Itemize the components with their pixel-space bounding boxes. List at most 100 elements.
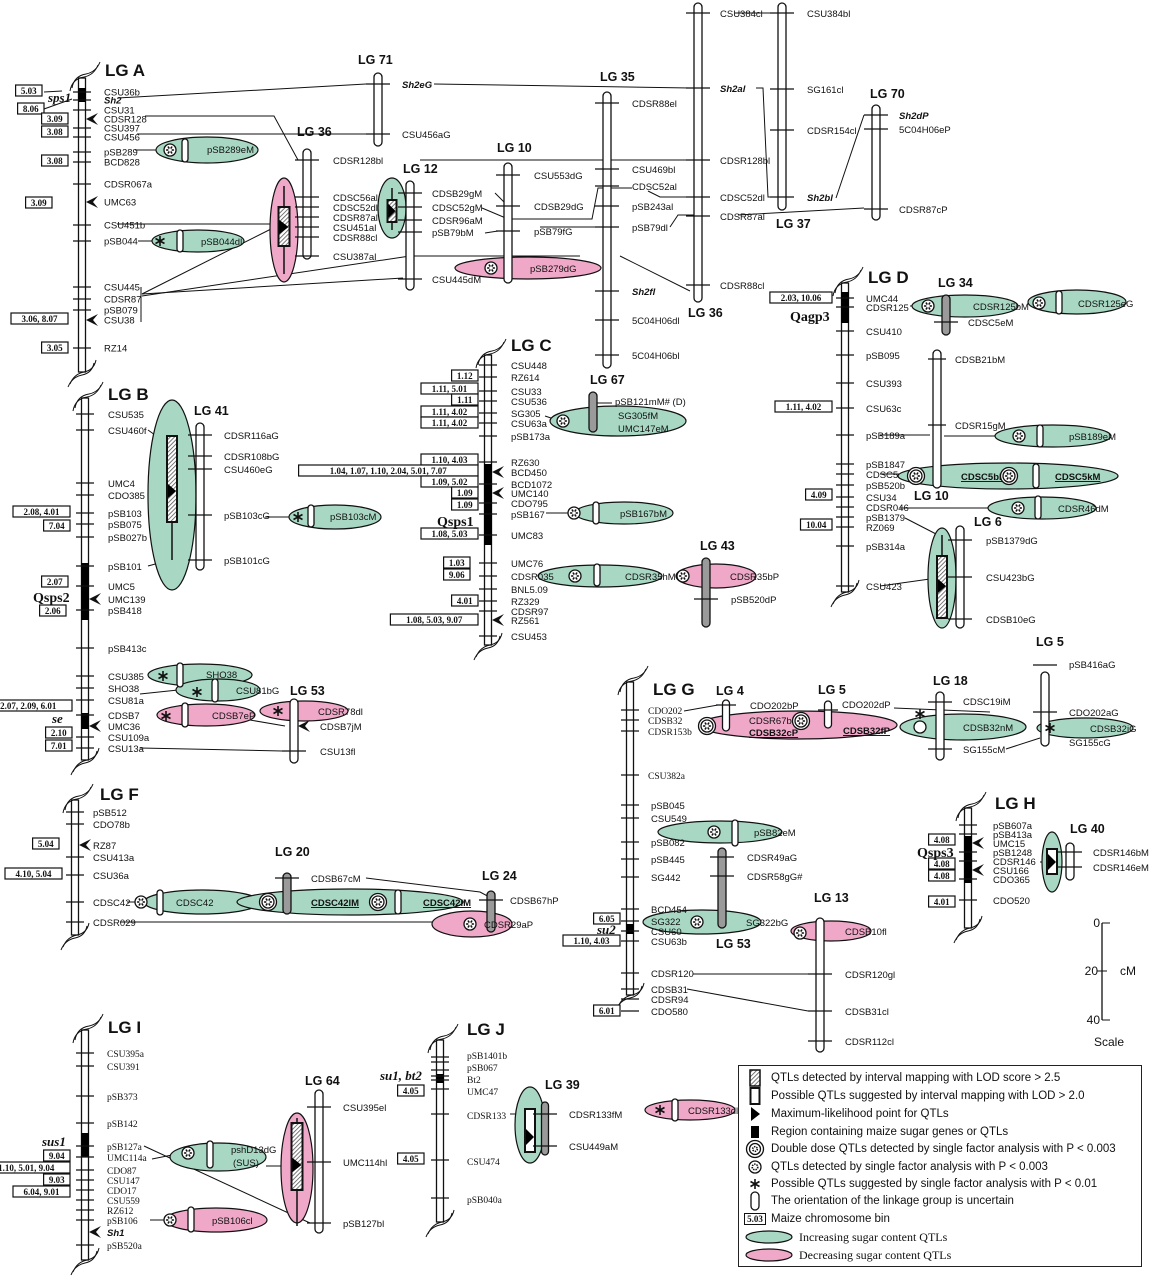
petal <box>1009 477 1012 480</box>
petal <box>488 264 491 267</box>
lg-title: LG 13 <box>814 891 849 905</box>
marker-label: Bt2 <box>467 1076 481 1086</box>
petal <box>702 725 706 727</box>
petal <box>707 722 710 725</box>
single-factor-qtl-icon <box>921 299 935 313</box>
legend-item: Possible QTLs suggested by interval mapp… <box>743 1087 1085 1105</box>
qtl-label: SHO38 <box>206 670 237 681</box>
marker-label: CDO365 <box>993 875 1030 886</box>
arrow-icon <box>89 593 101 605</box>
bin-box <box>420 527 479 540</box>
linkage-group-bar <box>176 229 184 253</box>
asterisk-icon <box>293 512 303 522</box>
linkage-group-bar <box>195 422 205 571</box>
marker-label: CSU382a <box>648 772 686 782</box>
chromosome-bin-label: 5.03 <box>21 86 37 96</box>
marker-label: pSB173a <box>511 432 551 443</box>
bin-box <box>31 837 60 850</box>
marker-label: CDSR029 <box>93 918 136 929</box>
marker-label: pSB101 <box>108 562 142 573</box>
sugar-region-block <box>81 713 89 729</box>
bin-box <box>0 699 73 712</box>
marker-label: UMC15 <box>993 839 1025 850</box>
marker-label: CDSR133 <box>467 1112 506 1122</box>
marker-label: CDSC52gM <box>432 203 483 214</box>
bin-box <box>397 1084 425 1097</box>
petal <box>142 901 146 903</box>
marker-label: pSB314a <box>866 542 906 553</box>
marker-label: pSB413a <box>993 830 1033 841</box>
chromosome-bin-label: 1.09 <box>457 488 473 498</box>
lg-title: LG 4 <box>716 684 744 698</box>
marker-label: Sh2dP <box>899 111 929 122</box>
petal <box>1015 504 1018 507</box>
marker-label: BCD450 <box>511 468 547 479</box>
marker-label: CDSC52dl <box>720 193 765 204</box>
linkage-group-bar <box>405 180 415 291</box>
marker-label: UMC139 <box>108 595 146 606</box>
marker-label: pSB167 <box>511 510 545 521</box>
break-mark-icon <box>425 1212 453 1238</box>
chromosome-bin-label: 2.03, 10.06 <box>781 293 822 303</box>
bin-box <box>40 112 69 125</box>
qtl-label: SG322bG <box>746 918 788 929</box>
petal <box>680 572 683 575</box>
marker-label: CDO78b <box>93 820 130 831</box>
marker-label: pSB045 <box>651 801 685 812</box>
marker-label: 5C04H06eP <box>899 125 951 136</box>
petal <box>170 1221 173 1224</box>
marker-label: pSB1379dG <box>986 536 1038 547</box>
single-factor-qtl-icon <box>700 719 714 733</box>
marker-label: CDSR128 <box>104 115 147 126</box>
petal <box>170 146 173 149</box>
marker-label: pSB418 <box>108 606 142 617</box>
petal <box>570 575 574 577</box>
break-mark-icon <box>475 632 503 658</box>
petal <box>165 149 169 151</box>
marker-label: CSU385 <box>108 672 144 683</box>
break-mark-icon <box>830 582 858 608</box>
green-ellipse-icon <box>743 1230 795 1244</box>
marker-label: CDSR58gG# <box>747 872 803 883</box>
single-factor-qtl-icon <box>793 926 807 940</box>
petal <box>467 920 470 923</box>
petal <box>1014 435 1018 437</box>
chromosome-bin-label: 1.08, 5.03, 9.07 <box>406 615 463 625</box>
single-factor-qtl-icon <box>1011 501 1025 515</box>
hatched-box-icon <box>743 1069 767 1087</box>
chromosome-bin-label: 4.01 <box>934 897 950 907</box>
petal <box>1006 472 1009 475</box>
possible-qtl-box <box>524 1108 536 1153</box>
marker-label: pSB121mM# (D) <box>615 397 686 408</box>
legend-item: Decreasing sugar content QTLs <box>743 1247 951 1263</box>
max-likelihood-triangle-icon <box>1048 854 1056 870</box>
marker-label: Sh2eG <box>402 80 433 91</box>
petal <box>576 575 580 577</box>
arrow-icon <box>492 487 504 499</box>
marker-label: pSB416aG <box>1069 660 1115 671</box>
triangle-icon <box>743 1106 767 1122</box>
chromosome-bin-label: 3.09 <box>47 114 63 124</box>
petal <box>1016 437 1019 440</box>
marker-label: CSU391 <box>107 1063 140 1073</box>
marker-label: RZ14 <box>104 344 127 355</box>
sugar-region-block <box>964 836 972 883</box>
lg-title: LG 36 <box>688 306 723 320</box>
qtl-label: CDSC42lM <box>311 898 359 909</box>
petal <box>486 267 490 269</box>
scale-bar: 0 20 40 cM Scale <box>1080 916 1150 1053</box>
marker-label: RZ069 <box>866 523 895 534</box>
bin-box <box>0 1161 71 1174</box>
petal <box>1004 475 1008 477</box>
marker-label: pSB373 <box>107 1093 138 1103</box>
link-line <box>249 719 286 727</box>
linkage-group-bar <box>307 504 315 528</box>
chromosome-bin-label: 1.10, 5.01, 9.04 <box>0 1163 55 1173</box>
bin-box <box>12 1185 71 1198</box>
marker-label: CSU449aM <box>569 1142 618 1153</box>
bin-box-icon: 5.03 <box>743 1213 767 1225</box>
marker-label: pSB067 <box>467 1064 498 1074</box>
marker-label: RZ329 <box>511 597 540 608</box>
qtl-label: CDSR35bP <box>730 572 779 583</box>
break-mark-icon <box>70 1250 98 1276</box>
